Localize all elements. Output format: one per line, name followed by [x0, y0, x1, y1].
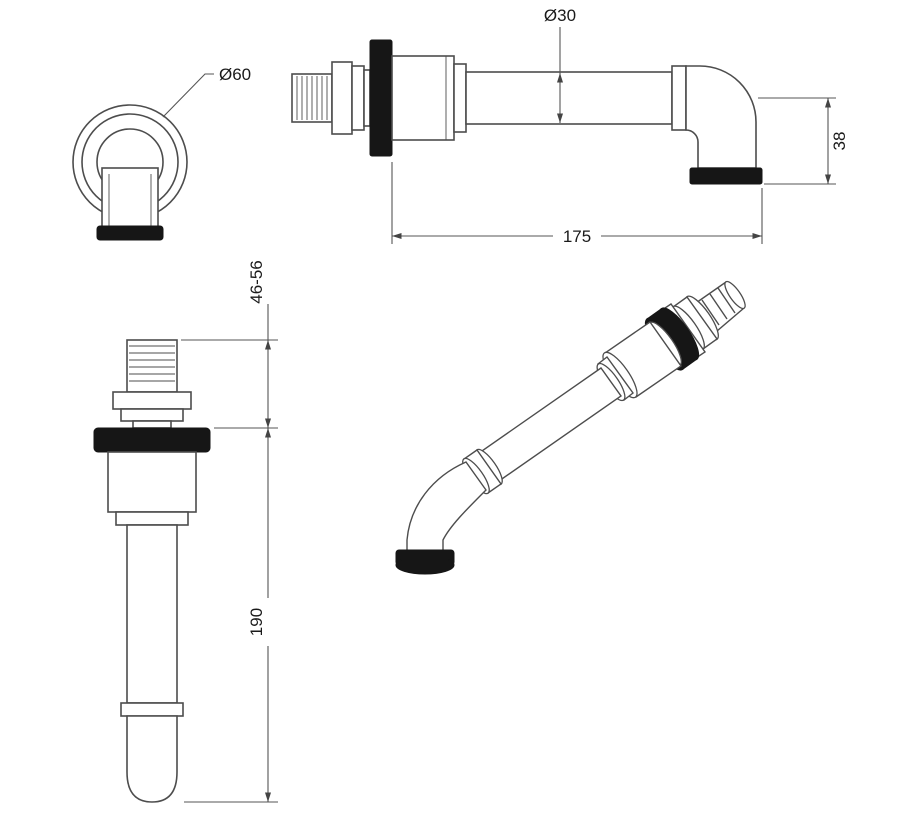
- front-view: Ø60: [72, 65, 251, 241]
- vertical-collar: [107, 451, 197, 526]
- dimension-reach: 175: [391, 162, 763, 246]
- side-locknut: [331, 61, 371, 135]
- dimension-front-diameter: Ø60: [162, 65, 251, 118]
- vertical-threaded-inlet: [126, 339, 178, 393]
- 3d-spout-tip: [395, 549, 455, 575]
- side-spout-tip: [689, 167, 763, 185]
- dimension-length: 190: [184, 428, 278, 803]
- vertical-spout-tube: [120, 524, 184, 717]
- 3d-spout-tube: [478, 367, 622, 482]
- 3d-elbow: [406, 461, 487, 555]
- side-spout-tube: [465, 65, 687, 131]
- vertical-rounded-tip: [126, 715, 178, 803]
- dim-label-front-diameter: Ø60: [219, 65, 251, 84]
- perspective-view: [395, 280, 746, 575]
- side-elbow: [685, 65, 757, 169]
- dimension-wall-range: 46-56: [181, 260, 278, 429]
- dim-label-length: 190: [247, 608, 266, 636]
- side-wall-flange: [369, 39, 393, 157]
- dim-label-wall-range: 46-56: [247, 260, 266, 303]
- dim-label-drop: 38: [830, 132, 849, 151]
- dimension-tube-diameter: Ø30: [544, 6, 576, 123]
- front-spout-tip: [96, 225, 164, 241]
- dimension-drop: 38: [758, 97, 849, 185]
- dim-label-tube-diameter: Ø30: [544, 6, 576, 25]
- dim-label-reach: 175: [563, 227, 591, 246]
- side-collar: [391, 55, 467, 141]
- vertical-wall-flange: [93, 427, 211, 453]
- front-spout-tube: [101, 167, 159, 231]
- side-view: Ø30 38 175: [291, 6, 849, 246]
- side-threaded-inlet: [291, 73, 333, 123]
- vertical-section-view: 46-56 190: [93, 260, 278, 803]
- vertical-locknut: [112, 391, 192, 429]
